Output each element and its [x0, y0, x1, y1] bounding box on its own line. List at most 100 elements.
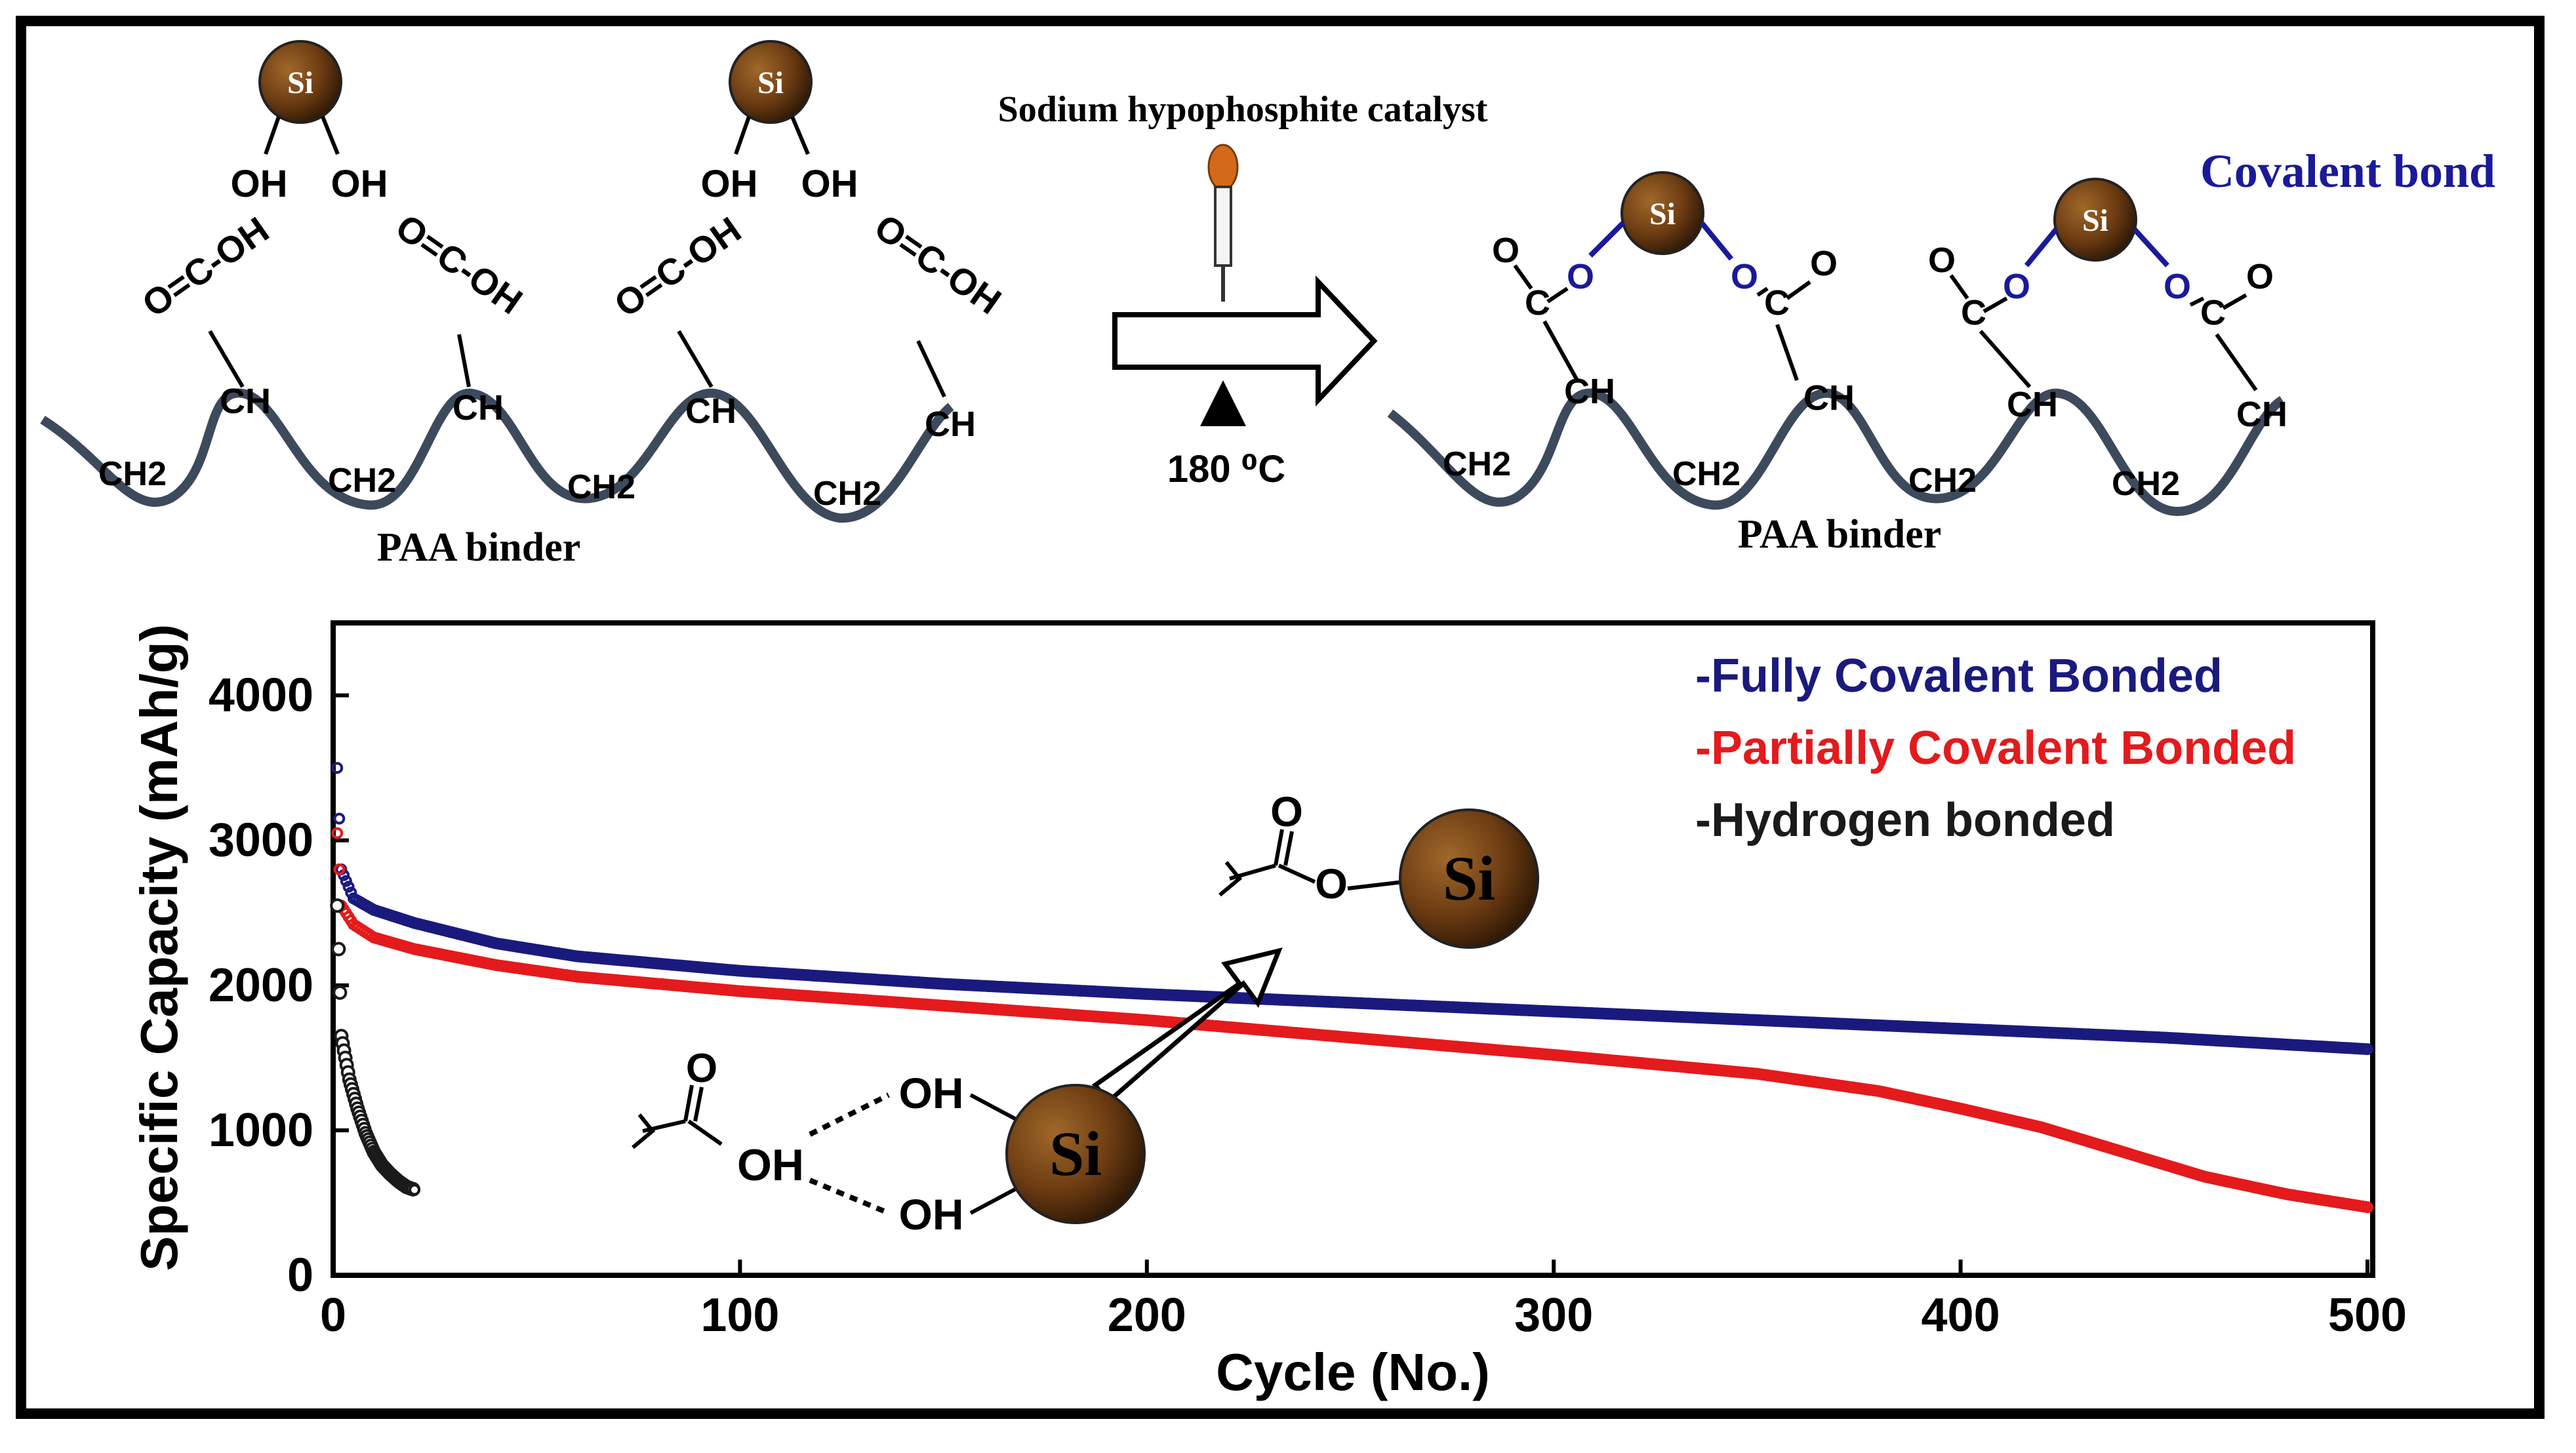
o-label: O	[1731, 257, 1758, 296]
si-label: Si	[2082, 203, 2108, 238]
cooh-label: O=C-OH	[388, 206, 530, 322]
axis-ticks: 0 100 200 300 400 500 0 1000 2000 3000 4000	[209, 669, 2407, 1342]
oh-label: OH	[801, 163, 858, 205]
x-tick-label: 300	[1514, 1289, 1593, 1342]
ch-label: CH	[220, 382, 271, 421]
inset-ester-si: O O Si	[1218, 788, 1539, 949]
data-point	[342, 881, 355, 893]
data-point	[340, 875, 352, 887]
cooh-label: O=C-OH	[867, 206, 1009, 322]
si-covalent-bridge: Si O O	[1567, 171, 1758, 296]
ch2-label: CH2	[1443, 445, 1511, 483]
ch2-label: CH2	[1908, 462, 1977, 500]
oh-label: OH	[331, 163, 388, 205]
inset-hbond-si: O OH OH OH Si	[632, 1046, 1146, 1239]
heat-triangle-icon	[1200, 380, 1246, 426]
oh-label: OH	[737, 1140, 804, 1190]
y-tick-label: 2000	[209, 959, 313, 1012]
covalent-bond-label: Covalent bond	[2200, 145, 2495, 197]
series-2	[330, 898, 421, 1197]
cooh-label: O=C-OH	[134, 209, 276, 325]
y-axis-label: Specific Capacity (mAh/g)	[130, 624, 188, 1271]
si-label: Si	[287, 66, 313, 100]
right-paa-chain	[1387, 388, 2285, 517]
cooh-label: O=C-OH	[607, 209, 748, 325]
data-point	[332, 985, 348, 1000]
y-tick-label: 4000	[209, 669, 313, 722]
c-label: C	[2200, 293, 2226, 332]
series-0	[331, 762, 2373, 1056]
ch-label: CH	[453, 388, 504, 428]
oh-label: OH	[899, 1069, 964, 1117]
o-label: O	[1315, 860, 1348, 907]
data-point	[330, 898, 345, 913]
y-tick-label: 3000	[209, 814, 313, 867]
data-point	[331, 942, 346, 957]
catalyst-label: Sodium hypophosphite catalyst	[998, 89, 1488, 130]
o-label: O	[1810, 244, 1838, 283]
left-paa-label: PAA binder	[377, 525, 581, 570]
ch-label: CH	[1803, 378, 1855, 418]
ester-group: O C	[1928, 241, 2032, 388]
ch2-label: CH2	[98, 455, 167, 493]
oh-label: OH	[231, 163, 288, 205]
legend: -Fully Covalent Bonded -Partially Covale…	[1695, 650, 2296, 846]
ester-group: C O	[2189, 257, 2274, 391]
carboxyl-group: O=C-OH	[388, 206, 530, 388]
si-particle: Si OH OH	[701, 40, 858, 205]
ch-label: CH	[2236, 395, 2287, 434]
oh-label: OH	[701, 163, 758, 205]
x-tick-label: 100	[700, 1289, 779, 1342]
data-point	[2362, 1043, 2373, 1056]
data-point	[409, 1184, 421, 1196]
transition-arrow-icon	[1091, 947, 1283, 1105]
si-covalent-bridge: Si O O	[2003, 178, 2191, 306]
data-point	[2362, 1201, 2373, 1214]
ch-label: CH	[925, 405, 976, 444]
x-tick-label: 0	[320, 1289, 346, 1342]
si-particle: Si OH OH	[231, 40, 388, 205]
ester-group: C O	[1756, 244, 1838, 381]
si-label: Si	[1443, 843, 1495, 913]
plot-frame	[331, 620, 2375, 1278]
si-label: Si	[1649, 197, 1676, 231]
series-layer	[330, 762, 2373, 1214]
ch2-label: CH2	[567, 468, 635, 506]
o-label: O	[2246, 257, 2274, 296]
o-label: O	[686, 1046, 717, 1091]
x-tick-label: 400	[1922, 1289, 2000, 1342]
si-label: Si	[1049, 1119, 1102, 1189]
reaction-arrow-icon	[1112, 275, 1378, 407]
o-label: O	[2163, 267, 2191, 306]
carboxyl-group: O=C-OH	[607, 209, 748, 388]
data-point	[333, 812, 346, 825]
y-tick-label: 0	[287, 1249, 313, 1302]
o-label: O	[1492, 231, 1519, 270]
carboxyl-group: O=C-OH	[134, 209, 276, 388]
o-label: O	[1928, 241, 1956, 280]
c-label: C	[1961, 293, 1986, 332]
legend-entry-partially: -Partially Covalent Bonded	[1695, 722, 2296, 774]
right-paa-label: PAA binder	[1738, 512, 1942, 557]
ester-group: O C	[1492, 231, 1579, 382]
x-tick-label: 500	[2328, 1289, 2407, 1342]
c-label: C	[1525, 283, 1550, 323]
ch2-label: CH2	[328, 462, 396, 500]
oh-label: OH	[899, 1190, 964, 1239]
dropper-icon	[1207, 144, 1239, 302]
data-point	[333, 863, 346, 875]
ch-label: CH	[685, 391, 736, 431]
y-tick-label: 1000	[209, 1104, 313, 1157]
data-point	[331, 762, 344, 774]
x-tick-label: 200	[1108, 1289, 1186, 1342]
ch-label: CH	[2007, 385, 2058, 424]
legend-entry-hydrogen: -Hydrogen bonded	[1695, 794, 2115, 846]
ch-label: CH	[1564, 372, 1615, 411]
o-label: O	[1567, 257, 1594, 296]
c-label: C	[1764, 283, 1790, 323]
data-point	[331, 827, 344, 839]
si-label: Si	[757, 66, 784, 100]
legend-entry-fully: -Fully Covalent Bonded	[1695, 650, 2223, 702]
